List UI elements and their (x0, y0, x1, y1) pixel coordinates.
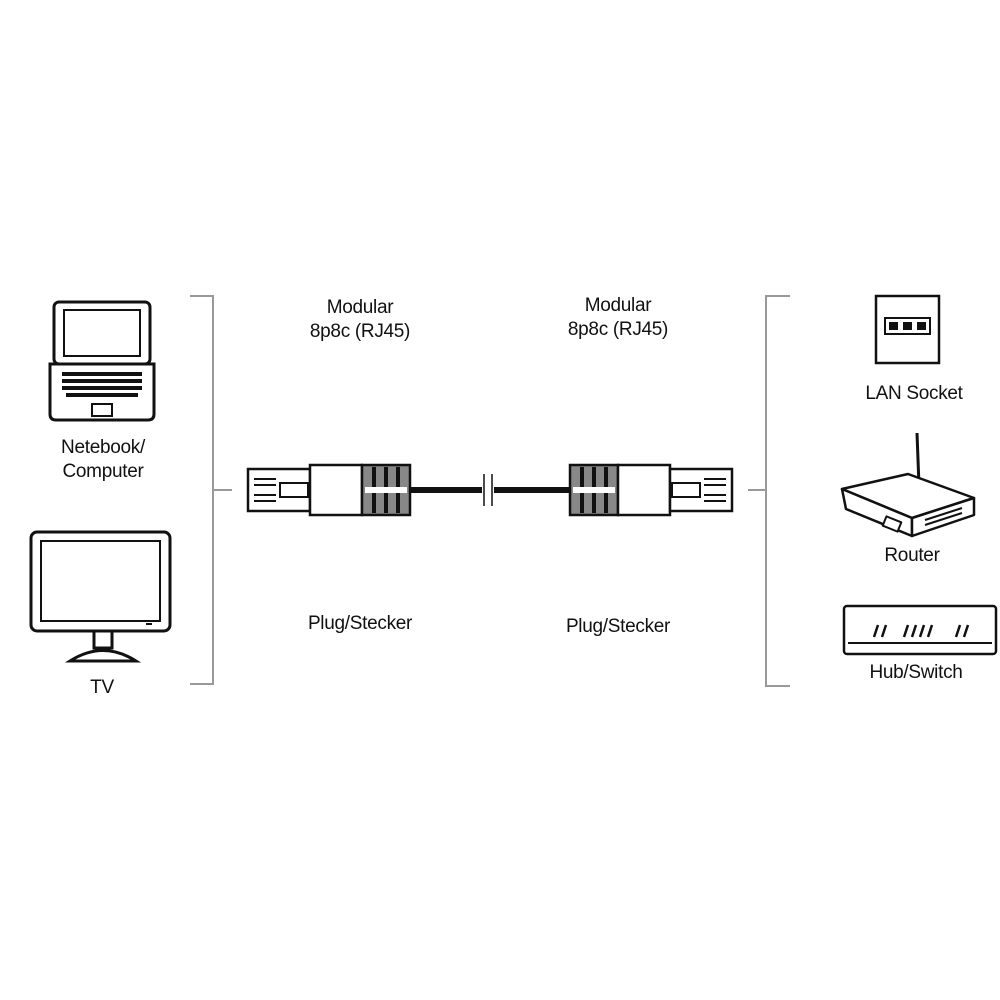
hub-switch-label: Hub/Switch (869, 662, 963, 683)
left-device-bracket (190, 295, 214, 685)
netbook-computer-label: Netebook/ Computer (61, 437, 145, 482)
laptop-icon (48, 300, 156, 422)
right-device-bracket (765, 295, 790, 687)
lan-socket-icon (874, 294, 941, 365)
right-connector-kind-label: Plug/Stecker (565, 616, 671, 637)
rj45-plug-left (246, 463, 412, 517)
lan-socket-label: LAN Socket (865, 383, 963, 404)
router-label: Router (884, 545, 940, 566)
right-connector-type-label: Modular 8p8c (RJ45) (567, 295, 669, 340)
left-connector-type-label: Modular 8p8c (RJ45) (309, 297, 411, 342)
left-connector-kind-label: Plug/Stecker (307, 613, 413, 634)
network-cable (410, 474, 570, 506)
monitor-icon (29, 530, 172, 663)
tv-label: TV (90, 677, 114, 698)
laptop-keyboard (62, 372, 142, 397)
router-icon (840, 432, 976, 538)
hub-switch-icon (842, 604, 998, 656)
rj45-plug-right (568, 463, 734, 517)
